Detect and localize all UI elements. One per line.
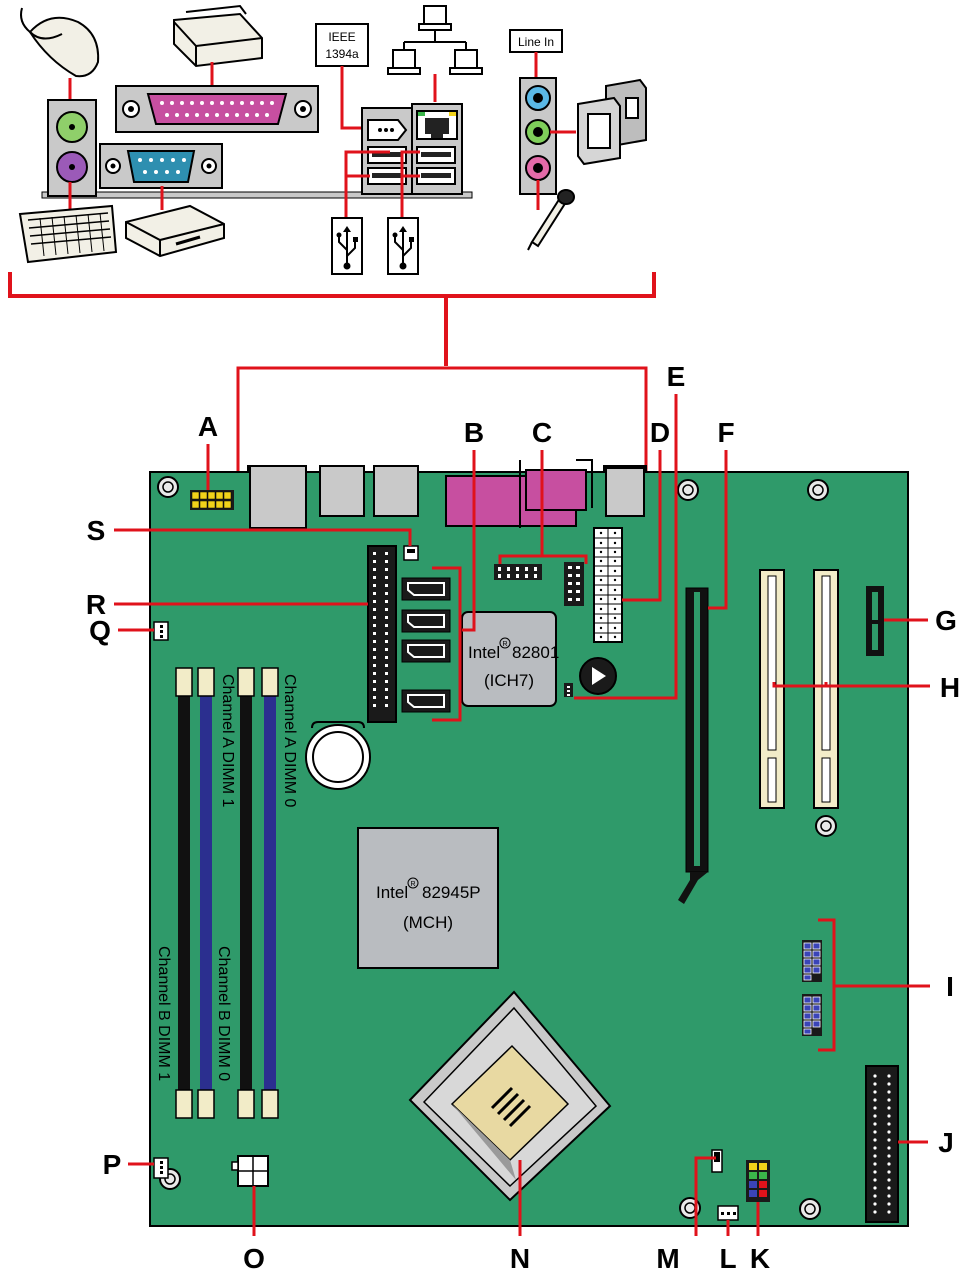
connector-g <box>866 586 884 656</box>
callout-q: Q <box>89 615 111 646</box>
atx12v-connector-o <box>231 1155 269 1187</box>
pcie-x16-slot <box>678 587 709 904</box>
ieee-label-line1: IEEE <box>328 30 355 44</box>
ich7-chip <box>461 611 557 707</box>
callout-b: B <box>464 417 484 448</box>
callout-r: R <box>86 589 106 620</box>
dimm-slot-b0 <box>197 667 215 1119</box>
callout-o: O <box>243 1243 265 1274</box>
sata-connector <box>401 577 451 601</box>
registered-mark: R <box>503 641 508 648</box>
pci-slot-2 <box>813 569 839 809</box>
ich7-chip-model: 82801 <box>512 643 559 662</box>
callout-labels: A B C D E F G H I J K L M N O P Q R S <box>86 361 960 1274</box>
printer-icon <box>173 4 263 68</box>
back-panel: IEEE 1394a <box>8 4 656 516</box>
dimm-label-a0: Channel A DIMM 0 <box>281 674 298 808</box>
usb-symbol-icon <box>387 217 419 275</box>
ich7-chip-sub: (ICH7) <box>484 671 534 690</box>
callout-g: G <box>935 605 957 636</box>
header-c-1 <box>494 564 542 580</box>
ide-connector-r <box>367 545 397 723</box>
dimm-slot-a0 <box>261 667 279 1119</box>
callout-k: K <box>750 1243 770 1274</box>
sata-connector <box>401 609 451 633</box>
sata-connector <box>401 689 451 713</box>
mch-chip-sub: (MCH) <box>403 913 453 932</box>
ich7-chip-brand: Intel <box>468 643 500 662</box>
dimm-label-b0: Channel B DIMM 0 <box>215 946 232 1081</box>
speakers-icon <box>577 78 647 166</box>
dimm-label-a1: Channel A DIMM 1 <box>219 674 236 808</box>
keyboard-icon <box>18 204 118 264</box>
floppy-connector-j <box>865 1065 899 1223</box>
callout-c: C <box>532 417 552 448</box>
mounting-hole <box>157 476 837 1220</box>
rear-usb-connector-1 <box>319 465 365 517</box>
network-icon <box>387 5 483 75</box>
usb-symbol-icon <box>331 217 363 275</box>
mch-chip-model: 82945P <box>422 883 481 902</box>
mch-chip <box>357 827 499 969</box>
front-panel-header-k <box>746 1160 770 1202</box>
board: Intel R 82801 (ICH7) <box>149 459 909 1227</box>
usb-header-i-2 <box>802 994 822 1036</box>
callout-h: H <box>940 672 960 703</box>
callout-f: F <box>717 417 734 448</box>
microphone-icon <box>527 189 575 251</box>
pci-slot-1 <box>759 569 785 809</box>
callout-p: P <box>103 1149 122 1180</box>
callout-n: N <box>510 1243 530 1274</box>
callout-l: L <box>719 1243 736 1274</box>
header-c-2 <box>564 562 584 606</box>
serial-port <box>126 150 196 183</box>
usb-header-i-1 <box>802 940 822 982</box>
registered-mark: R <box>411 881 416 888</box>
modem-icon <box>125 204 225 258</box>
cpu-socket <box>408 990 612 1202</box>
mch-chip-brand: Intel <box>376 883 408 902</box>
callout-j: J <box>938 1127 954 1158</box>
callout-a: A <box>198 411 218 442</box>
line-in-label: Line In <box>518 35 554 49</box>
callout-d: D <box>650 417 670 448</box>
ieee-label-line2: 1394a <box>325 47 359 61</box>
rear-audio-connector <box>605 467 645 517</box>
sata-connector <box>401 639 451 663</box>
callout-lines <box>114 394 930 1236</box>
dimm-label-b1: Channel B DIMM 1 <box>155 946 172 1081</box>
callout-s: S <box>87 515 106 546</box>
callout-m: M <box>656 1243 679 1274</box>
rear-ps2-connector <box>249 465 307 529</box>
mouse-icon <box>20 7 100 78</box>
callout-i: I <box>946 971 954 1002</box>
rear-usb-connector-2 <box>373 465 419 517</box>
callout-e: E <box>667 361 686 392</box>
dimm-slot-b1 <box>175 667 193 1119</box>
dimm-slot-a1 <box>237 667 255 1119</box>
parallel-port <box>146 93 288 125</box>
